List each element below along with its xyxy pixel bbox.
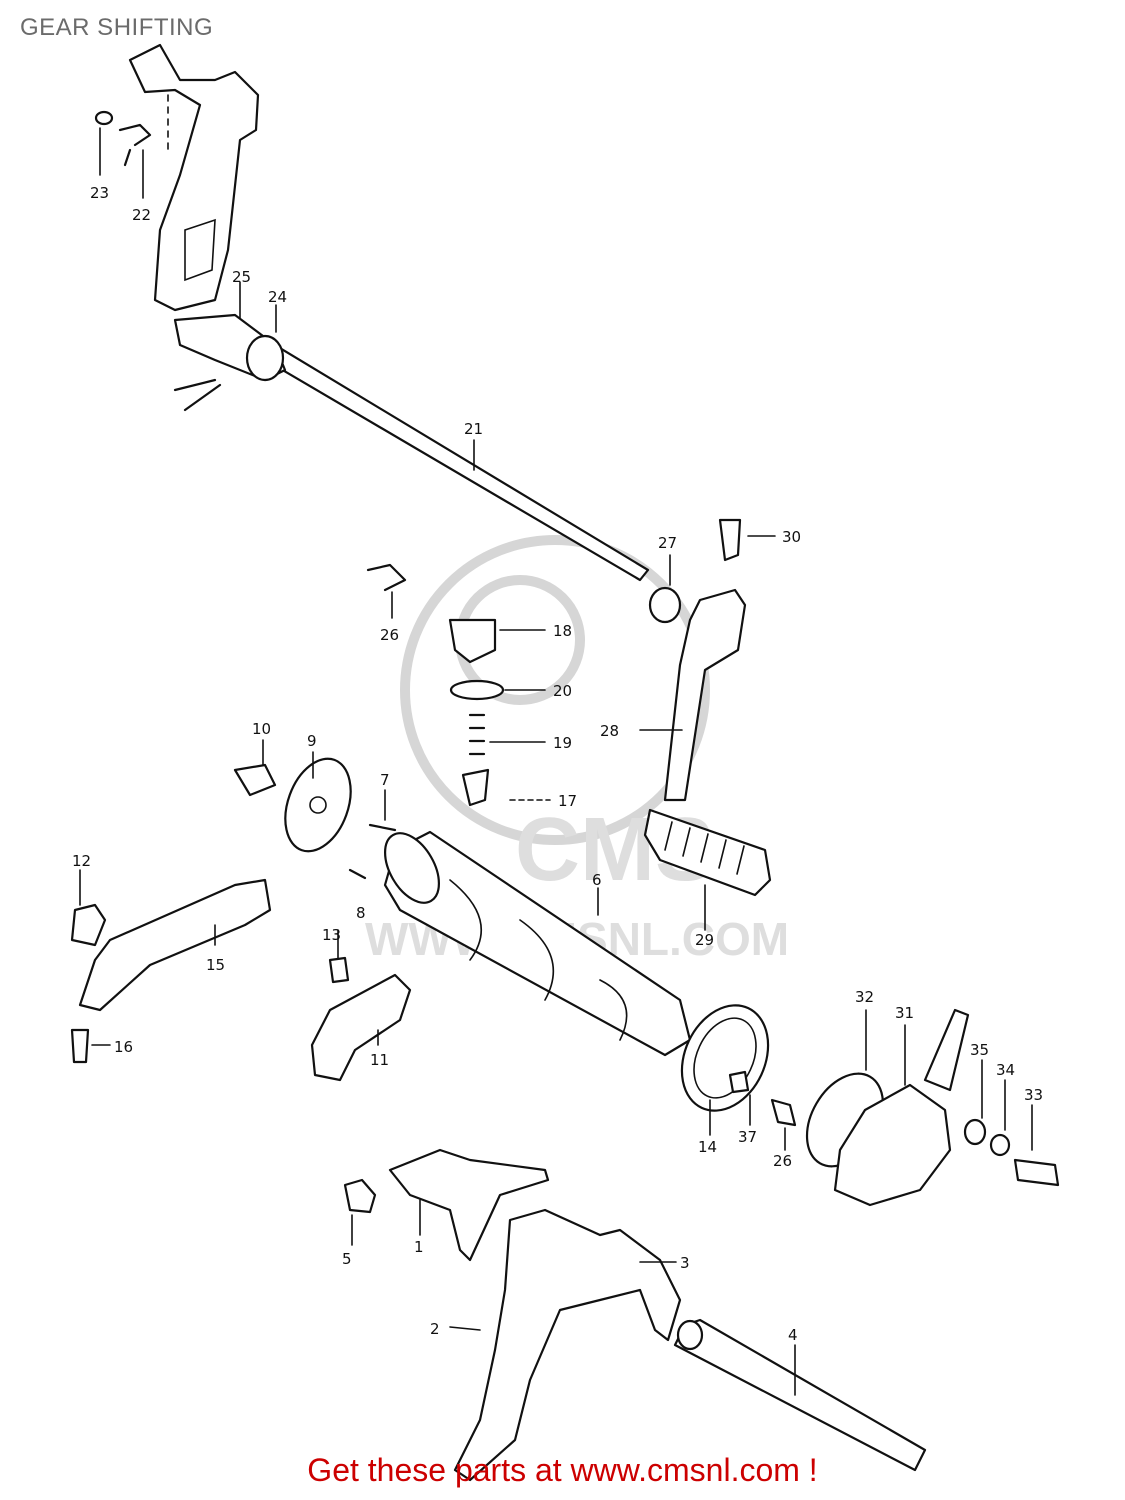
callout-4: 4	[788, 1326, 798, 1344]
screw-10	[233, 763, 277, 797]
gear-shift-shaft	[173, 281, 682, 624]
callout-16: 16	[114, 1038, 133, 1056]
circlip-23	[94, 110, 114, 126]
callout-8: 8	[356, 904, 366, 922]
callout-15: 15	[206, 956, 225, 974]
callout-27: 27	[658, 534, 677, 552]
callout-1: 1	[414, 1238, 424, 1256]
oil-seal-24	[245, 334, 285, 382]
callout-28: 28	[600, 722, 619, 740]
spring-19	[468, 713, 486, 756]
drum-grooves	[449, 879, 628, 1041]
shift-fork-group	[343, 1148, 927, 1482]
gear-shift-lever	[128, 43, 260, 312]
shift-pedal-assembly	[639, 518, 776, 931]
screw-33	[1013, 1158, 1060, 1187]
callout-2: 2	[430, 1320, 440, 1338]
washer-35	[963, 1118, 987, 1146]
callout-37: 37	[738, 1128, 757, 1146]
callout-33: 33	[1024, 1086, 1043, 1104]
pedal-rubber-29	[643, 808, 772, 897]
gasket-20	[449, 679, 505, 701]
callout-32: 32	[855, 988, 874, 1006]
lever-slot	[184, 218, 216, 282]
plunger-17	[461, 768, 490, 807]
washer-27	[648, 586, 682, 624]
shift-forks-2-3	[453, 1208, 682, 1482]
pin-16	[70, 1028, 90, 1064]
callout-19: 19	[553, 734, 572, 752]
shift-fork-1	[388, 1148, 550, 1262]
callout-20: 20	[553, 682, 572, 700]
pin-36	[770, 1098, 797, 1127]
clip-26	[366, 563, 407, 592]
shaft-21	[238, 328, 650, 582]
callout-3: 3	[680, 1254, 690, 1272]
pins-7-8	[348, 823, 397, 880]
callout-26-bottom: 26	[773, 1152, 792, 1170]
leader-2	[449, 1326, 481, 1331]
callout-14: 14	[698, 1138, 717, 1156]
callout-22: 22	[132, 206, 151, 224]
page-title: GEAR SHIFTING	[20, 14, 214, 41]
switch-lead-wire	[923, 1008, 970, 1092]
shift-lever-assembly	[94, 43, 260, 312]
callout-11: 11	[370, 1051, 389, 1069]
pawl-lifter-15	[78, 878, 272, 1012]
cam-stopper-plate-group	[233, 739, 397, 880]
cam-stopper-group	[366, 563, 551, 807]
callout-10: 10	[252, 720, 271, 738]
screw-13	[328, 956, 350, 984]
callout-30: 30	[782, 528, 801, 546]
callout-24: 24	[268, 288, 287, 306]
callout-23: 23	[90, 184, 109, 202]
neutral-switch-group	[680, 1004, 1060, 1207]
callout-25: 25	[232, 268, 251, 286]
callout-6: 6	[592, 871, 602, 889]
callout-13: 13	[322, 926, 341, 944]
plate-center-hole	[309, 796, 327, 814]
drum-end-left	[383, 832, 441, 904]
watermark-ring	[400, 535, 710, 845]
callout-7: 7	[380, 771, 390, 789]
callout-34: 34	[996, 1061, 1015, 1079]
callout-35: 35	[970, 1041, 989, 1059]
clip-22	[118, 123, 152, 167]
callout-5: 5	[342, 1250, 352, 1268]
callout-labels: 23 22 25 24 21 27 30 26 18 20 19 28 17 1…	[72, 184, 1043, 1344]
cap-bolt-18	[448, 618, 497, 664]
callout-31: 31	[895, 1004, 914, 1022]
stopper-plate-9	[284, 757, 352, 853]
rubber-ribs	[664, 821, 745, 875]
bolt-30	[718, 518, 742, 562]
callout-9: 9	[307, 732, 317, 750]
fork-shaft-end	[676, 1319, 704, 1351]
callout-18: 18	[553, 622, 572, 640]
screw-12	[70, 903, 107, 947]
pin-5	[343, 1178, 377, 1214]
return-spring	[173, 378, 222, 412]
bearing-inner-race	[693, 1017, 757, 1099]
cam-drum-6	[383, 830, 692, 1057]
pin-37	[728, 1070, 750, 1094]
neutral-switch-31	[833, 1083, 952, 1207]
fork-shaft-4	[673, 1318, 927, 1472]
washer-34	[989, 1133, 1011, 1157]
callout-21: 21	[464, 420, 483, 438]
shift-pawl-group	[70, 869, 412, 1082]
footer-promo-link[interactable]: Get these parts at www.cmsnl.com !	[307, 1452, 818, 1488]
shift-pedal-28	[663, 588, 747, 802]
callout-26-top: 26	[380, 626, 399, 644]
plate-11	[310, 973, 412, 1082]
callout-29: 29	[695, 931, 714, 949]
shift-cam-drum	[383, 830, 692, 1057]
callout-17: 17	[558, 792, 577, 810]
callout-12: 12	[72, 852, 91, 870]
